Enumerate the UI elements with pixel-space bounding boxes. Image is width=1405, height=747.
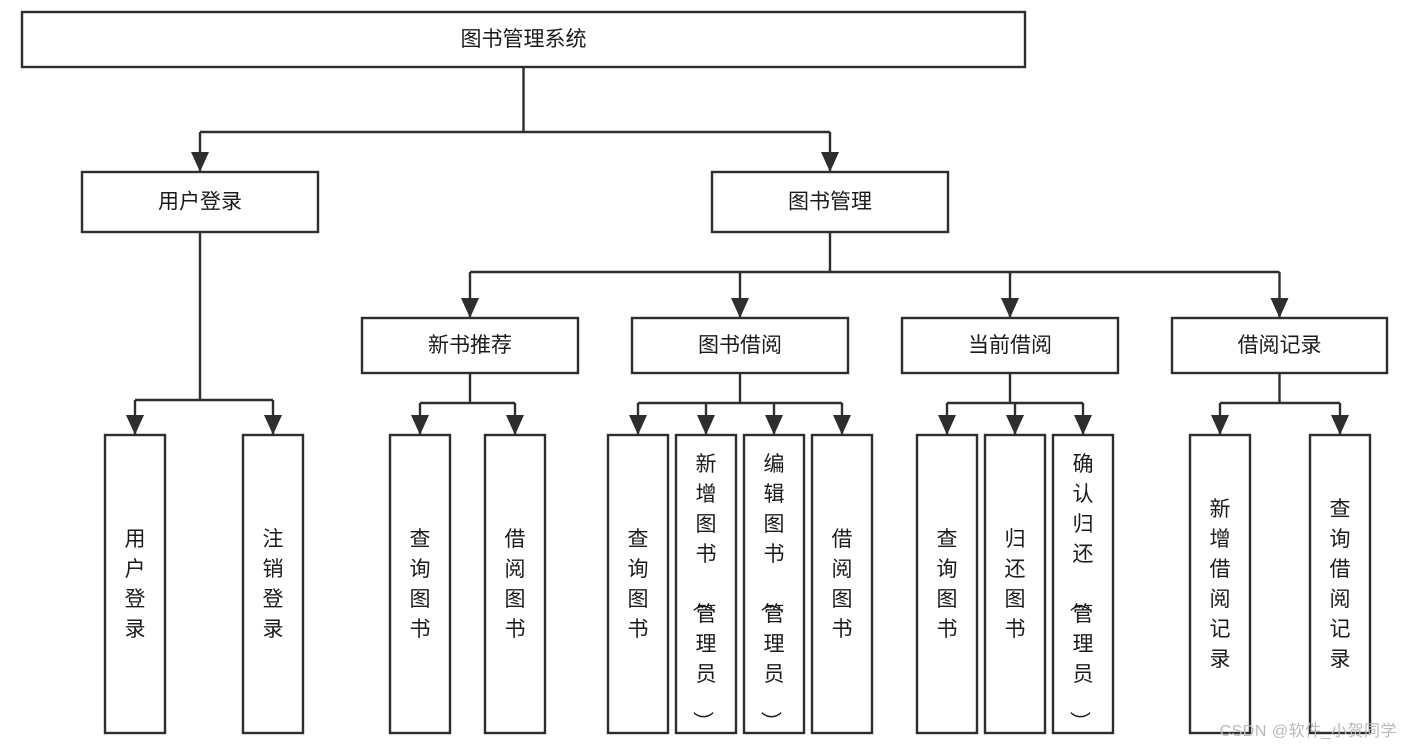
node-box-leaf-query-book-current [915,433,979,735]
arrow-head-icon [629,415,647,435]
arrow-head-icon [938,415,956,435]
node-book-management[interactable]: 图书管理 [710,170,950,234]
node-leaf-borrow-book[interactable]: 借阅图书 [810,433,874,735]
node-box-leaf-borrow-book-recommend [483,433,547,735]
node-label-new-book-recommend: 新书推荐 [428,334,512,357]
arrow-head-icon [1211,415,1229,435]
node-box-leaf-confirm-return-admin [1051,433,1115,735]
node-box-root [20,10,1027,69]
node-label-root: 图书管理系统 [461,28,587,51]
node-box-leaf-query-borrow-record [1308,433,1372,735]
node-box-leaf-add-borrow-record [1188,433,1252,735]
node-label-leaf-query-book-current: 查询图书 [937,528,958,641]
arrow-head-icon [461,298,479,318]
node-label-leaf-borrow-book-recommend: 借阅图书 [505,528,526,641]
node-label-leaf-logout-login: 注销登录 [263,528,284,641]
node-leaf-add-book-admin[interactable]: 新增图书（管理员） [674,433,738,735]
arrow-head-icon [1270,298,1289,318]
arrow-head-icon [191,152,209,172]
node-box-new-book-recommend [360,316,580,375]
node-root[interactable]: 图书管理系统 [20,10,1027,69]
node-label-leaf-user-login: 用户登录 [125,528,146,641]
node-leaf-logout-login[interactable]: 注销登录 [241,433,305,735]
node-label-borrow-record: 借阅记录 [1238,334,1322,357]
arrow-head-icon [1074,415,1092,435]
node-label-leaf-confirm-return-admin: 确认归还（管理员） [1068,453,1094,732]
node-label-leaf-add-borrow-record: 新增借阅记录 [1210,498,1231,671]
node-box-book-management [710,170,950,234]
node-box-leaf-return-book [983,433,1047,735]
connector-layer [126,67,1349,435]
node-book-borrow[interactable]: 图书借阅 [630,316,850,375]
node-leaf-add-borrow-record[interactable]: 新增借阅记录 [1188,433,1252,735]
node-leaf-query-borrow-record[interactable]: 查询借阅记录 [1308,433,1372,735]
csdn-watermark: CSDN @软件_小贺同学 [1219,723,1397,740]
node-leaf-query-book-recommend[interactable]: 查询图书 [388,433,452,735]
arrow-head-icon [731,298,749,318]
node-label-book-management: 图书管理 [788,191,872,214]
node-box-leaf-logout-login [241,433,305,735]
arrow-head-icon [264,415,282,435]
node-layer: 图书管理系统用户登录图书管理新书推荐图书借阅当前借阅借阅记录用户登录注销登录查询… [20,10,1389,735]
node-borrow-record[interactable]: 借阅记录 [1170,316,1389,375]
arrow-head-icon [126,415,144,435]
arrow-head-icon [1006,415,1024,435]
node-label-leaf-edit-book-admin: 编辑图书（管理员） [759,453,785,732]
node-leaf-query-book-borrow[interactable]: 查询图书 [606,433,670,735]
arrow-head-icon [821,152,839,172]
node-box-leaf-query-book-recommend [388,433,452,735]
node-leaf-borrow-book-recommend[interactable]: 借阅图书 [483,433,547,735]
arrow-head-icon [506,415,524,435]
node-leaf-confirm-return-admin[interactable]: 确认归还（管理员） [1051,433,1115,735]
node-label-leaf-query-book-borrow: 查询图书 [628,528,649,641]
node-user-login[interactable]: 用户登录 [80,170,320,234]
node-box-leaf-borrow-book [810,433,874,735]
node-box-leaf-query-book-borrow [606,433,670,735]
node-leaf-query-book-current[interactable]: 查询图书 [915,433,979,735]
arrow-head-icon [765,415,783,435]
node-label-leaf-query-book-recommend: 查询图书 [410,528,431,641]
node-box-book-borrow [630,316,850,375]
node-box-leaf-edit-book-admin [742,433,806,735]
arrow-head-icon [697,415,715,435]
arrow-head-icon [1001,298,1019,318]
node-current-borrow[interactable]: 当前借阅 [900,316,1120,375]
node-new-book-recommend[interactable]: 新书推荐 [360,316,580,375]
arrow-head-icon [1331,415,1349,435]
node-label-current-borrow: 当前借阅 [968,334,1052,357]
node-label-book-borrow: 图书借阅 [698,334,782,357]
node-box-current-borrow [900,316,1120,375]
node-box-leaf-user-login [103,433,167,735]
node-label-user-login: 用户登录 [158,191,242,214]
node-leaf-return-book[interactable]: 归还图书 [983,433,1047,735]
node-leaf-edit-book-admin[interactable]: 编辑图书（管理员） [742,433,806,735]
arrow-head-icon [833,415,851,435]
node-label-leaf-borrow-book: 借阅图书 [832,528,853,641]
node-box-user-login [80,170,320,234]
node-label-leaf-add-book-admin: 新增图书（管理员） [691,453,717,732]
node-box-borrow-record [1170,316,1389,375]
arrow-head-icon [411,415,429,435]
node-label-leaf-query-borrow-record: 查询借阅记录 [1330,498,1351,671]
node-box-leaf-add-book-admin [674,433,738,735]
node-label-leaf-return-book: 归还图书 [1005,528,1026,641]
node-leaf-user-login[interactable]: 用户登录 [103,433,167,735]
